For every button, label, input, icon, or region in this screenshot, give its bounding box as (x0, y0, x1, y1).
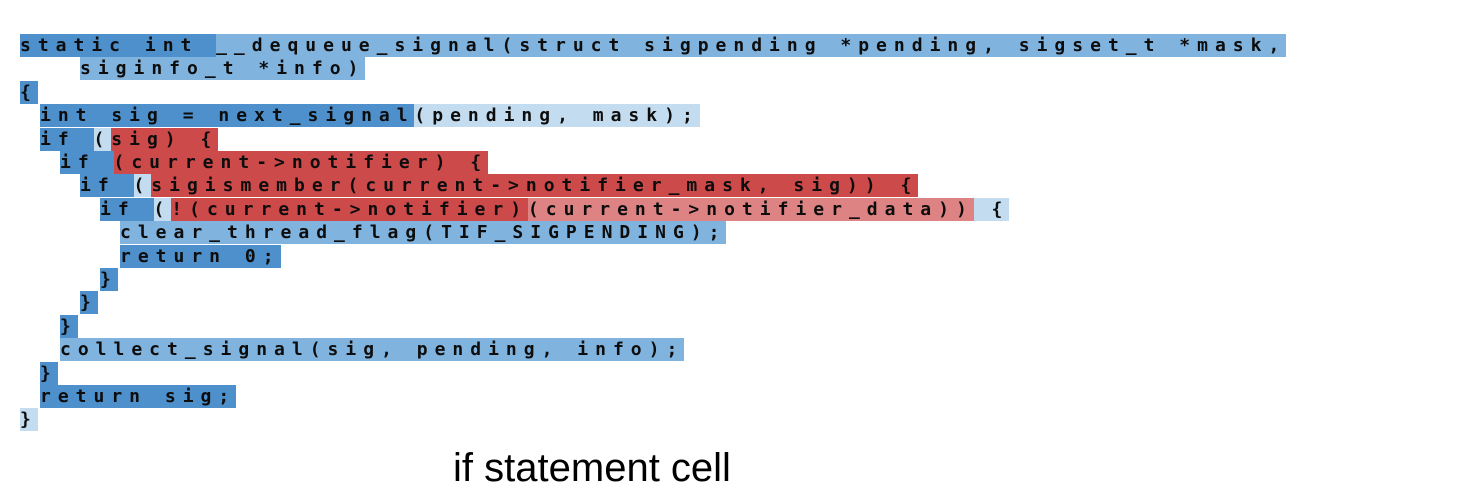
code-token: (current->notifier) { (113, 151, 488, 174)
code-token: siginfo_t *info) (80, 57, 366, 81)
code-token: (current->notifier_data)) (527, 197, 974, 221)
code-token: static int (20, 34, 217, 57)
code-token: if (60, 151, 114, 174)
code-token: } (100, 268, 118, 291)
code-block: static int __dequeue_signal(struct sigpe… (20, 34, 1286, 432)
caption: if statement cell (453, 446, 731, 490)
code-token: int sig = next_signal (40, 104, 415, 128)
code-token: } (20, 408, 38, 432)
code-token: !(current->notifier) (171, 197, 528, 221)
code-token: } (60, 314, 78, 338)
code-token: if (100, 197, 154, 221)
code-token: sigismember(current->notifier_mask, sig)… (151, 174, 918, 198)
code-token: ( (133, 174, 152, 198)
code-token: if (80, 174, 134, 198)
code-token: __dequeue_signal(struct sigpending *pend… (216, 34, 1286, 57)
code-token: } (80, 291, 98, 315)
code-token: sig) { (111, 127, 219, 151)
code-token: } (40, 361, 58, 385)
code-token: { (20, 80, 38, 104)
code-token: return 0; (120, 244, 281, 268)
code-token: collect_signal(sig, pending, info); (60, 338, 684, 362)
code-token: { (973, 197, 1010, 221)
code-token: if (40, 127, 94, 151)
code-token: return sig; (40, 385, 237, 408)
code-token: ( (153, 197, 172, 221)
code-token: (pending, mask); (414, 104, 700, 128)
code-token: ( (93, 127, 112, 151)
code-token: clear_thread_flag(TIF_SIGPENDING); (120, 221, 727, 245)
